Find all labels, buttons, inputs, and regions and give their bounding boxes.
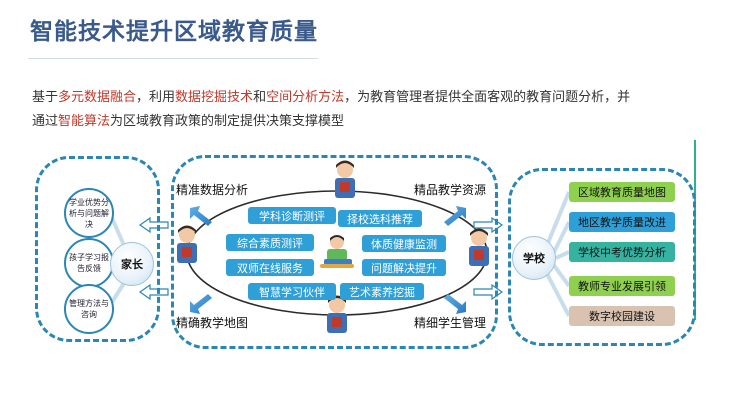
school-item-4: 教师专业发展引领 <box>569 276 675 296</box>
parent-hub: 家长 <box>110 242 154 286</box>
connector-line <box>543 269 571 317</box>
feature-pill: 学科诊断测评 <box>248 207 336 224</box>
feature-pill: 综合素质测评 <box>226 234 314 251</box>
school-item-5: 数字校园建设 <box>569 306 675 326</box>
description-text: ，利用 <box>136 90 176 105</box>
parent-item-3: 管理方法与咨询 <box>64 284 114 334</box>
description-highlight: 智能算法 <box>58 114 111 129</box>
description-text: 和 <box>253 90 267 105</box>
description-text: 通过 <box>32 114 59 129</box>
connector-line <box>551 221 571 255</box>
corner-label-top-left: 精准数据分析 <box>176 183 249 197</box>
teacher-icon <box>177 225 197 263</box>
corner-label-top-right: 精品教学资源 <box>414 183 487 197</box>
description-highlight: 空间分析方法 <box>266 90 345 105</box>
feature-pill: 择校选科推荐 <box>338 210 422 227</box>
feature-pill: 体质健康监测 <box>362 235 446 252</box>
school-item-2: 地区教学质量改进 <box>569 212 675 232</box>
connector-line <box>551 262 571 288</box>
description-line-2: 通过智能算法为区域教育政策的制定提供决策支撑模型 <box>32 110 344 129</box>
parent-item-2: 孩子学习报告反馈 <box>64 238 114 288</box>
school-panel <box>508 168 696 346</box>
arrow-diagonal-icon <box>190 206 466 314</box>
description-highlight: 数据挖掘技术 <box>175 90 254 105</box>
corner-label-bottom-right: 精细学生管理 <box>414 316 487 330</box>
feature-pill: 问题解决提升 <box>362 259 446 276</box>
school-hub: 学校 <box>512 236 556 280</box>
connector-line <box>555 250 570 260</box>
teacher-icon <box>335 160 355 198</box>
description-text: 基于 <box>32 90 59 105</box>
feature-pill: 艺术素养挖掘 <box>340 283 424 300</box>
corner-label-bottom-left: 精确教学地图 <box>176 316 249 330</box>
title-divider <box>28 58 318 59</box>
description-text: 为区域教育政策的制定提供决策支撑模型 <box>110 114 345 129</box>
arrow-left-top-icon <box>138 216 169 234</box>
description-line-1: 基于多元数据融合，利用数据挖掘技术和空间分析方法，为教育管理者提供全面客观的教育… <box>32 86 630 105</box>
connector-line <box>543 191 571 251</box>
school-item-1: 区域教育质量地图 <box>569 182 675 202</box>
parent-panel <box>35 156 160 342</box>
description-highlight: 多元数据融合 <box>58 90 137 105</box>
student-reading-icon <box>320 235 354 268</box>
description-text: ，为教育管理者提供全面客观的教育问题分析，并 <box>344 90 631 105</box>
center-panel <box>171 155 498 349</box>
arrow-left-bottom-icon <box>138 283 169 301</box>
feature-pill: 智慧学习伙伴 <box>248 283 336 300</box>
parent-item-1: 学业优势分析与问题解决 <box>64 188 114 238</box>
school-item-3: 学校中考优势分析 <box>569 242 675 262</box>
teacher-icon <box>469 228 489 266</box>
page-title: 智能技术提升区域教育质量 <box>30 19 318 45</box>
feature-pill: 双师在线服务 <box>226 259 314 276</box>
